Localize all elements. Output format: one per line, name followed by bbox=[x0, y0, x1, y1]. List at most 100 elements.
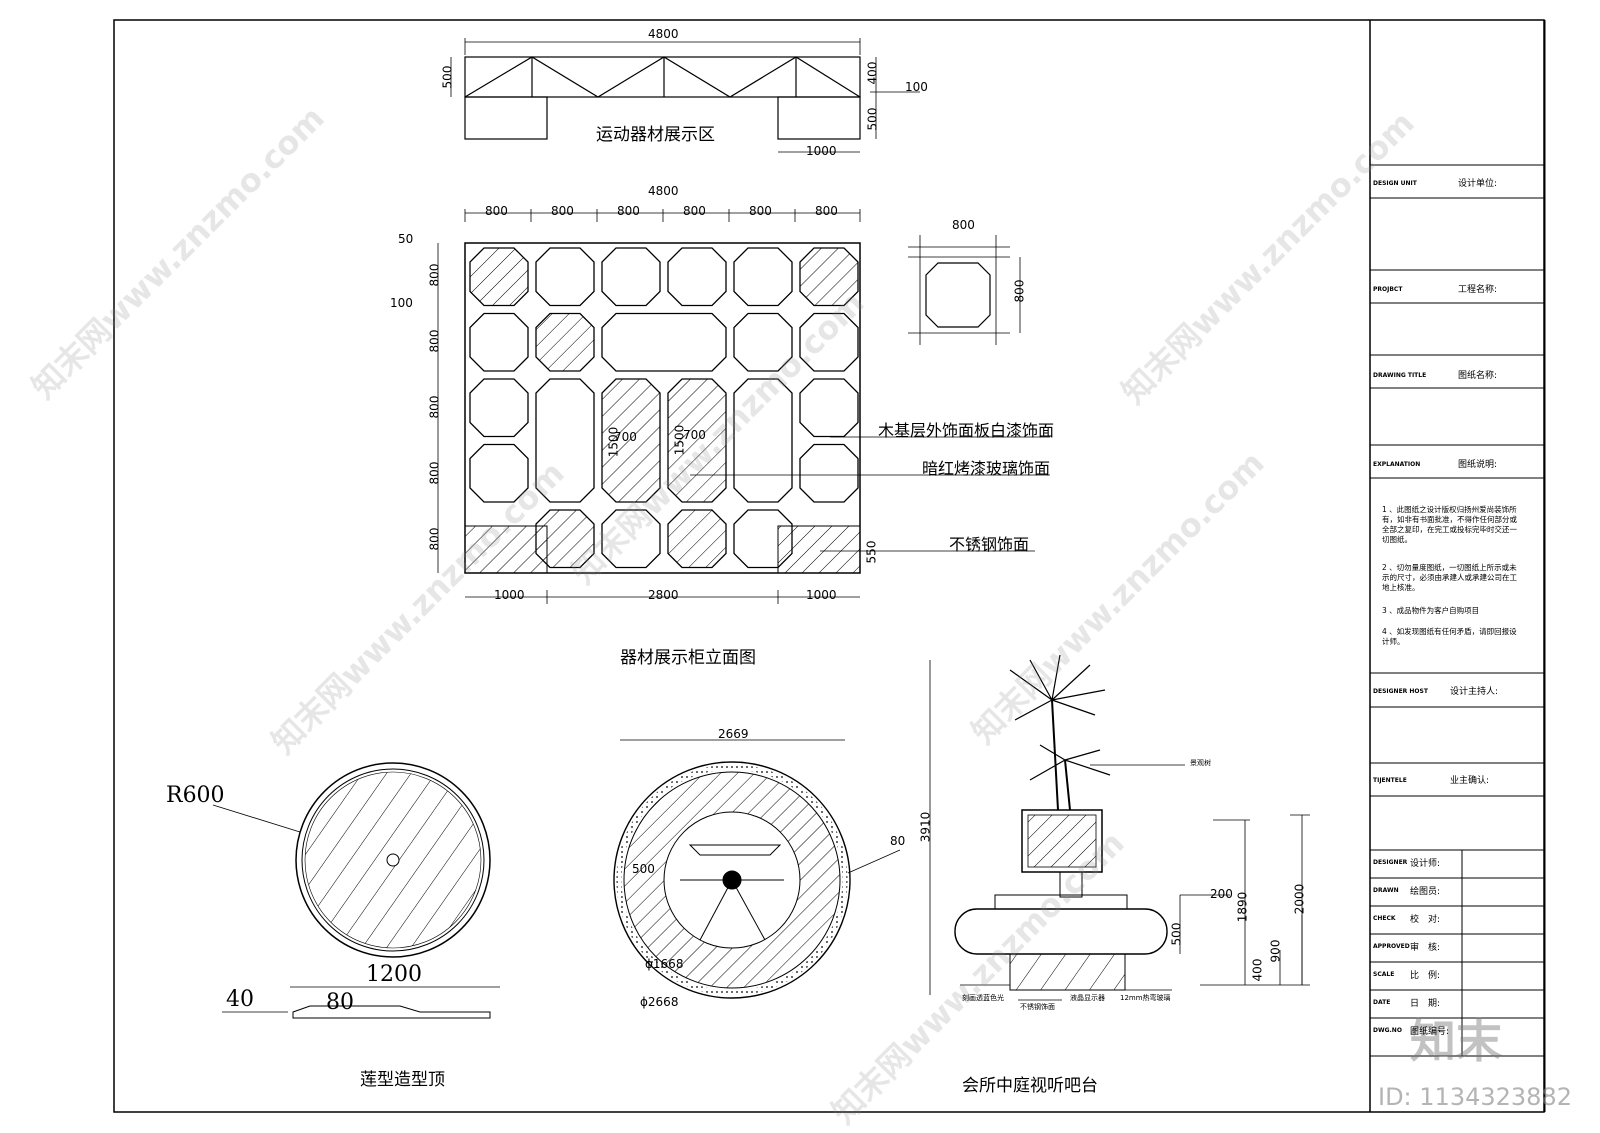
cabinet-octagon bbox=[733, 247, 793, 307]
dim-cab-700b: 700 bbox=[683, 428, 706, 442]
dim-200: 200 bbox=[1210, 887, 1233, 901]
dim-top-h2: 400 bbox=[865, 61, 880, 85]
cabinet-tall-octagon bbox=[535, 378, 595, 503]
cabinet-octagon bbox=[469, 378, 529, 438]
cabinet-octagon-grid bbox=[464, 247, 861, 574]
tb-small-en: APPROVED bbox=[1373, 943, 1410, 950]
dim-1200: 1200 bbox=[366, 962, 422, 987]
dim-cab-100: 100 bbox=[390, 296, 413, 310]
tb-small-en: DRAWN bbox=[1373, 887, 1399, 894]
tb-small-en: SCALE bbox=[1373, 971, 1395, 978]
tb-note-1: 1 、此图纸之设计版权归扬州爱尚装饰所有，如非有书面批准，不得作任何部分或全部之… bbox=[1382, 505, 1517, 544]
tb-small-en: DESIGNER bbox=[1373, 859, 1408, 866]
cabinet-octagon bbox=[601, 247, 661, 307]
dim-cab-row: 800 bbox=[427, 329, 442, 353]
cabinet-elevation bbox=[437, 209, 861, 604]
bar-plan bbox=[613, 739, 901, 999]
cabinet-steel-base bbox=[777, 525, 861, 574]
tb-drawing-title-en: DRAWING TITLE bbox=[1373, 372, 1427, 379]
dim-3910: 3910 bbox=[918, 811, 933, 843]
dim-cab-total: 4800 bbox=[648, 184, 679, 198]
cabinet-octagon bbox=[799, 378, 859, 438]
ceiling-title: 莲型造型顶 bbox=[360, 1070, 445, 1090]
dim-detail-h: 800 bbox=[1012, 279, 1027, 303]
cabinet-octagon bbox=[733, 312, 793, 372]
tb-explanation-en: EXPLANATION bbox=[1373, 461, 1421, 468]
cabinet-octagon bbox=[469, 247, 529, 307]
cabinet-octagon bbox=[667, 247, 727, 307]
dim-cab-50: 50 bbox=[398, 232, 414, 246]
cabinet-octagon bbox=[799, 247, 859, 307]
dim-r600: R600 bbox=[166, 783, 225, 808]
dim-1890: 1890 bbox=[1235, 891, 1250, 923]
sports-area-title: 运动器材展示区 bbox=[596, 125, 715, 145]
dim-cab-col: 800 bbox=[485, 204, 508, 218]
tb-drawing-title-cn: 图纸名称: bbox=[1458, 371, 1498, 381]
dim-80b: 80 bbox=[890, 834, 906, 848]
dim-top-h3: 500 bbox=[865, 107, 880, 131]
tb-small-en: DWG.NO bbox=[1373, 1027, 1402, 1034]
cabinet-steel-base bbox=[464, 525, 548, 574]
cabinet-wide-octagon bbox=[601, 312, 727, 372]
dim-900: 900 bbox=[1268, 939, 1283, 963]
cabinet-octagon bbox=[601, 509, 661, 569]
dim-cab-bottom-2: 2800 bbox=[648, 588, 679, 602]
dim-cab-1500b: 1500 bbox=[672, 424, 687, 456]
sports-display-elevation bbox=[450, 38, 920, 153]
tb-small-cn: 绘图员: bbox=[1410, 887, 1441, 897]
title-block-lines bbox=[1370, 164, 1545, 1057]
dim-cab-bottom-1: 1000 bbox=[494, 588, 525, 602]
tb-small-cn: 日 期: bbox=[1410, 999, 1441, 1009]
tb-design-unit-cn: 设计单位: bbox=[1458, 179, 1498, 189]
dim-top-1000: 1000 bbox=[806, 144, 837, 158]
octagon-detail bbox=[908, 235, 1021, 345]
dim-cab-col: 800 bbox=[551, 204, 574, 218]
tb-small-cn: 校 对: bbox=[1410, 915, 1441, 925]
tb-small-en: CHECK bbox=[1373, 915, 1396, 922]
dim-cab-row: 800 bbox=[427, 395, 442, 419]
label-wood-panel: 木基层外饰面板白漆饰面 bbox=[878, 421, 1055, 440]
dim-cab-550: 550 bbox=[864, 540, 879, 564]
cabinet-octagon bbox=[469, 312, 529, 372]
cabinet-title: 器材展示柜立面图 bbox=[620, 648, 756, 668]
tb-small-cn: 图纸编号: bbox=[1410, 1027, 1450, 1037]
label-lcd: 液晶显示器 bbox=[1070, 994, 1105, 1002]
watermark-logo: 知末 bbox=[1410, 1014, 1502, 1068]
tb-host-en: DESIGNER HOST bbox=[1373, 688, 1428, 695]
dim-cab-1500a: 1500 bbox=[606, 426, 621, 458]
drawing-frame bbox=[113, 19, 1545, 1113]
dim-cab-row: 800 bbox=[427, 461, 442, 485]
cabinet-octagon bbox=[535, 312, 595, 372]
dim-cab-row: 800 bbox=[427, 263, 442, 287]
label-blue-light: 刻画透蓝色光 bbox=[962, 994, 1004, 1002]
cabinet-octagon bbox=[469, 443, 529, 503]
label-steel: 不锈钢饰面 bbox=[949, 535, 1030, 554]
tb-small-en: DATE bbox=[1373, 999, 1391, 1006]
dim-400: 400 bbox=[1250, 958, 1265, 982]
label-red-glass: 暗红烤漆玻璃饰面 bbox=[922, 459, 1051, 478]
tb-project-cn: 工程名称: bbox=[1458, 285, 1498, 295]
dim-cab-col: 800 bbox=[749, 204, 772, 218]
cabinet-octagon bbox=[799, 443, 859, 503]
tb-note-2: 2 、切勿量度图纸，一切图纸上所示或未示的尺寸，必须由承建人或承建公司在工地上核… bbox=[1382, 563, 1517, 592]
tb-host-cn: 设计主持人: bbox=[1450, 687, 1499, 697]
dim-phi2668: ϕ2668 bbox=[640, 995, 679, 1009]
dim-500: 500 bbox=[632, 862, 655, 876]
dim-top-h1: 500 bbox=[440, 65, 455, 89]
cabinet-octagon bbox=[799, 312, 859, 372]
dim-top-100: 100 bbox=[905, 80, 928, 94]
tb-client-cn: 业主确认: bbox=[1450, 776, 1490, 786]
dim-2669: 2669 bbox=[718, 727, 749, 741]
dim-detail-w: 800 bbox=[952, 218, 975, 232]
tb-client-en: TIJENTELE bbox=[1373, 777, 1407, 784]
tb-note-4: 4 、如发现图纸有任何矛盾，请即回报设计师。 bbox=[1382, 627, 1517, 646]
dim-cab-col: 800 bbox=[683, 204, 706, 218]
bar-title: 会所中庭视听吧台 bbox=[962, 1076, 1098, 1096]
dim-cab-700a: 700 bbox=[614, 430, 637, 444]
cabinet-glass-door bbox=[601, 378, 661, 503]
dim-500b: 500 bbox=[1169, 922, 1184, 946]
bar-elevation bbox=[929, 654, 1310, 1001]
cabinet-octagon bbox=[535, 247, 595, 307]
tb-small-cn: 比 例: bbox=[1410, 971, 1441, 981]
